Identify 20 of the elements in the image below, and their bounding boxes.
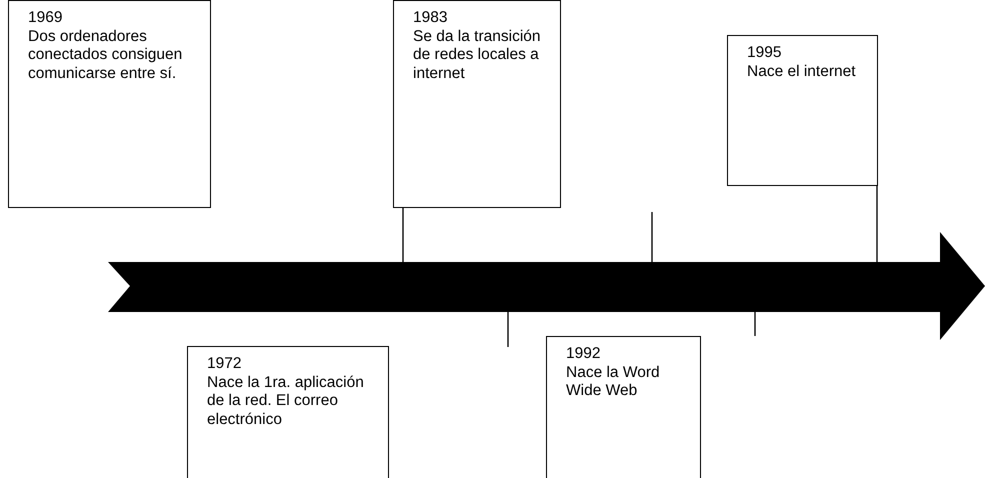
event-box (8, 0, 211, 208)
event-description: Nace el internet (747, 62, 857, 81)
event-description: Nace la 1ra. aplicación de la red. El correo electrónico (207, 374, 365, 429)
event-year: 1972 (207, 355, 242, 374)
event-year: 1969 (28, 9, 64, 28)
event-box (727, 35, 878, 186)
tick-line (754, 312, 756, 336)
event-box (187, 346, 389, 478)
tick-line (402, 208, 404, 262)
event-description: Dos ordenadores conectados consiguen comunicarse entre sí. (28, 28, 184, 83)
event-box (393, 0, 561, 208)
event-year: 1983 (413, 9, 448, 28)
tick-line (507, 312, 509, 347)
event-year: 1992 (566, 345, 602, 364)
event-description: Se da la transición de redes locales a internet (413, 28, 542, 83)
event-box (546, 336, 701, 478)
event-year: 1995 (747, 44, 782, 62)
tick-line (876, 186, 878, 262)
event-description: Nace la Word Wide Web (566, 364, 661, 400)
tick-line (651, 212, 653, 262)
